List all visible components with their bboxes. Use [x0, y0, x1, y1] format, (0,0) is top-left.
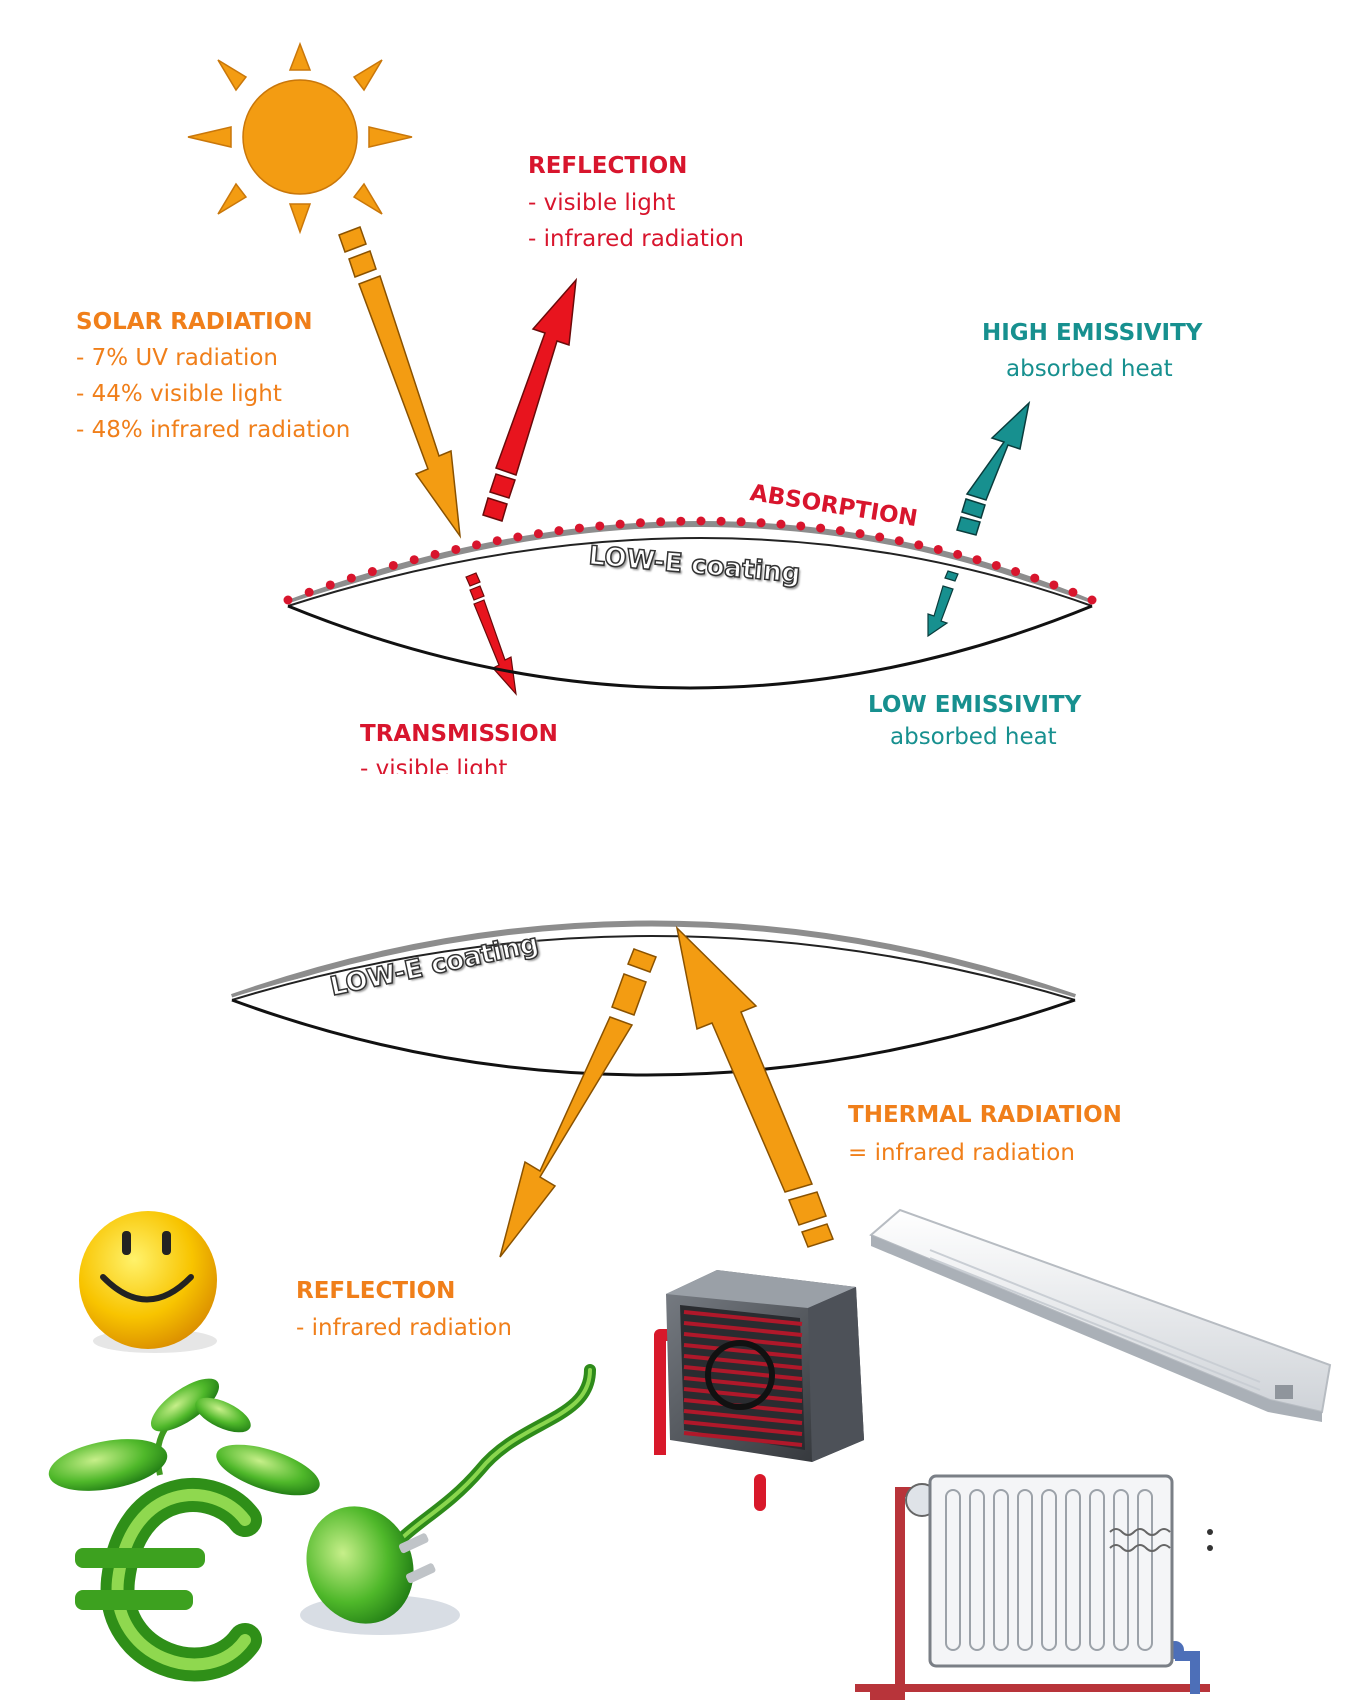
absorption-dot [615, 519, 625, 529]
fan-grille-bar [683, 1332, 803, 1348]
fan-grille-bar [683, 1310, 803, 1326]
absorption-dot [554, 526, 564, 536]
glass-pane [286, 521, 1094, 690]
fan-grille-bar [683, 1354, 803, 1370]
bottom-reflection-arrow [499, 948, 657, 1258]
solar-radiation-line: - 44% visible light [76, 381, 282, 407]
reflection-arrow [482, 277, 577, 522]
absorption-dot [875, 532, 885, 542]
absorption-dot [451, 544, 461, 554]
absorption-dot [776, 519, 786, 529]
smiley-icon [79, 1211, 217, 1353]
absorption-dot [1087, 595, 1097, 605]
radiator-fin [1113, 1489, 1129, 1651]
absorption-dot [409, 555, 419, 565]
absorption-dot [933, 544, 943, 554]
absorption-dot [595, 521, 605, 531]
reflection-line: - infrared radiation [528, 226, 744, 252]
absorption-dot [816, 523, 826, 533]
absorption-dot [972, 555, 982, 565]
radiator-fin [1065, 1489, 1081, 1651]
solar-radiation-line: - 7% UV radiation [76, 345, 278, 371]
absorption-dot [283, 595, 293, 605]
high-emissivity-heading: HIGH EMISSIVITY [982, 320, 1203, 346]
fan-grille-bar [683, 1387, 803, 1403]
absorption-dot [1011, 567, 1021, 577]
absorption-dot [656, 517, 666, 527]
solar-radiation-line: - 48% infrared radiation [76, 417, 351, 443]
absorption-dot [676, 516, 686, 526]
low-emissivity-sub: absorbed heat [890, 724, 1057, 750]
high-emissivity-sub: absorbed heat [1006, 356, 1173, 382]
high-emissivity-arrow [956, 400, 1031, 536]
absorption-dot [756, 518, 766, 528]
radiator-fin [1017, 1489, 1033, 1651]
radiator-fin [993, 1489, 1009, 1651]
radiator-fin [969, 1489, 985, 1651]
absorption-dot [492, 536, 502, 546]
absorption-dot [855, 529, 865, 539]
thermal-radiation-heading: THERMAL RADIATION [848, 1102, 1122, 1128]
absorption-dot [304, 587, 314, 597]
absorption-dot [736, 517, 746, 527]
absorption-dot [1030, 573, 1040, 583]
absorption-dot [953, 549, 963, 559]
fan-grille-bar [683, 1343, 803, 1359]
absorption-dot [914, 540, 924, 550]
green-plug-icon [300, 1364, 596, 1635]
reflection-line: - visible light [528, 190, 676, 216]
absorption-dot [635, 518, 645, 528]
thermal-radiation-sub: = infrared radiation [848, 1140, 1075, 1166]
reflection-heading: REFLECTION [528, 153, 688, 179]
absorption-dot [574, 523, 584, 533]
fan-grille-bar [683, 1409, 803, 1425]
transmission-line-crop: - visible light [360, 758, 560, 774]
transmission-arrow [465, 572, 517, 696]
fan-heater-icon [654, 1270, 864, 1511]
absorption-dot [835, 526, 845, 536]
absorption-dot [513, 532, 523, 542]
absorption-dot [325, 580, 335, 590]
absorption-dot [1068, 587, 1078, 597]
absorption-dot [1049, 580, 1059, 590]
euro-plant-icon [48, 1378, 320, 1682]
thermal-radiation-arrow [675, 925, 834, 1248]
fan-grille-bar [683, 1365, 803, 1381]
transmission-heading: TRANSMISSION [360, 721, 558, 747]
bottom-glass-pane [231, 920, 1076, 1077]
radiator-fin [1089, 1489, 1105, 1651]
absorption-dot [796, 521, 806, 531]
low-emissivity-arrow [927, 570, 959, 638]
bottom-reflection-sub: - infrared radiation [296, 1315, 512, 1341]
absorption-dot [894, 536, 904, 546]
fan-grille-bar [683, 1321, 803, 1337]
radiator-fin [945, 1489, 961, 1651]
radiator-fin [1041, 1489, 1057, 1651]
solar-radiation-arrow [338, 226, 462, 539]
transmission-line: - visible light [360, 758, 508, 774]
ceiling-heater-icon [869, 1208, 1332, 1422]
absorption-dot [367, 567, 377, 577]
absorption-dot [533, 529, 543, 539]
absorption-dot [430, 549, 440, 559]
radiator-fin [1137, 1489, 1153, 1651]
fan-grille-bar [683, 1431, 803, 1447]
sun-icon [187, 41, 413, 235]
absorption-dot [472, 540, 482, 550]
radiator-icon [855, 1474, 1213, 1700]
absorption-dot [716, 516, 726, 526]
bottom-reflection-heading: REFLECTION [296, 1278, 456, 1304]
absorption-dot [346, 573, 356, 583]
solar-radiation-heading: SOLAR RADIATION [76, 309, 313, 335]
absorption-dot [991, 560, 1001, 570]
absorption-dot [696, 516, 706, 526]
fan-grille-bar [683, 1376, 803, 1392]
low-emissivity-heading: LOW EMISSIVITY [868, 692, 1082, 718]
fan-grille-bar [683, 1420, 803, 1436]
absorption-dots [283, 516, 1097, 605]
absorption-dot [388, 560, 398, 570]
